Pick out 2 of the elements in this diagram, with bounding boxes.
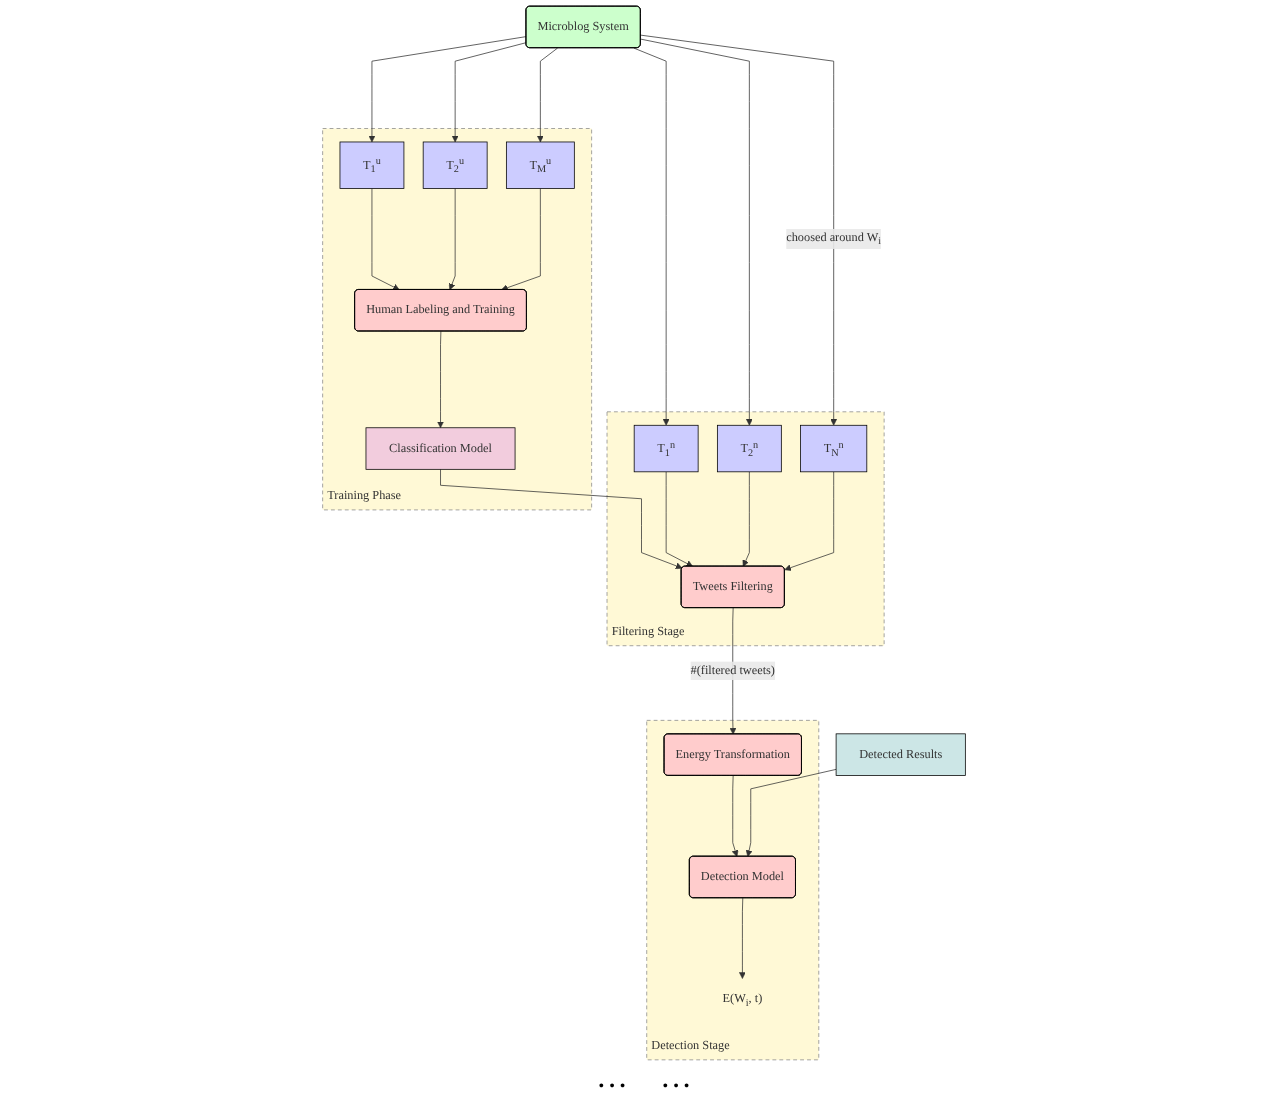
ellipsis-label: ···	[596, 1070, 628, 1106]
ellipsis-label: ···	[660, 1070, 692, 1106]
